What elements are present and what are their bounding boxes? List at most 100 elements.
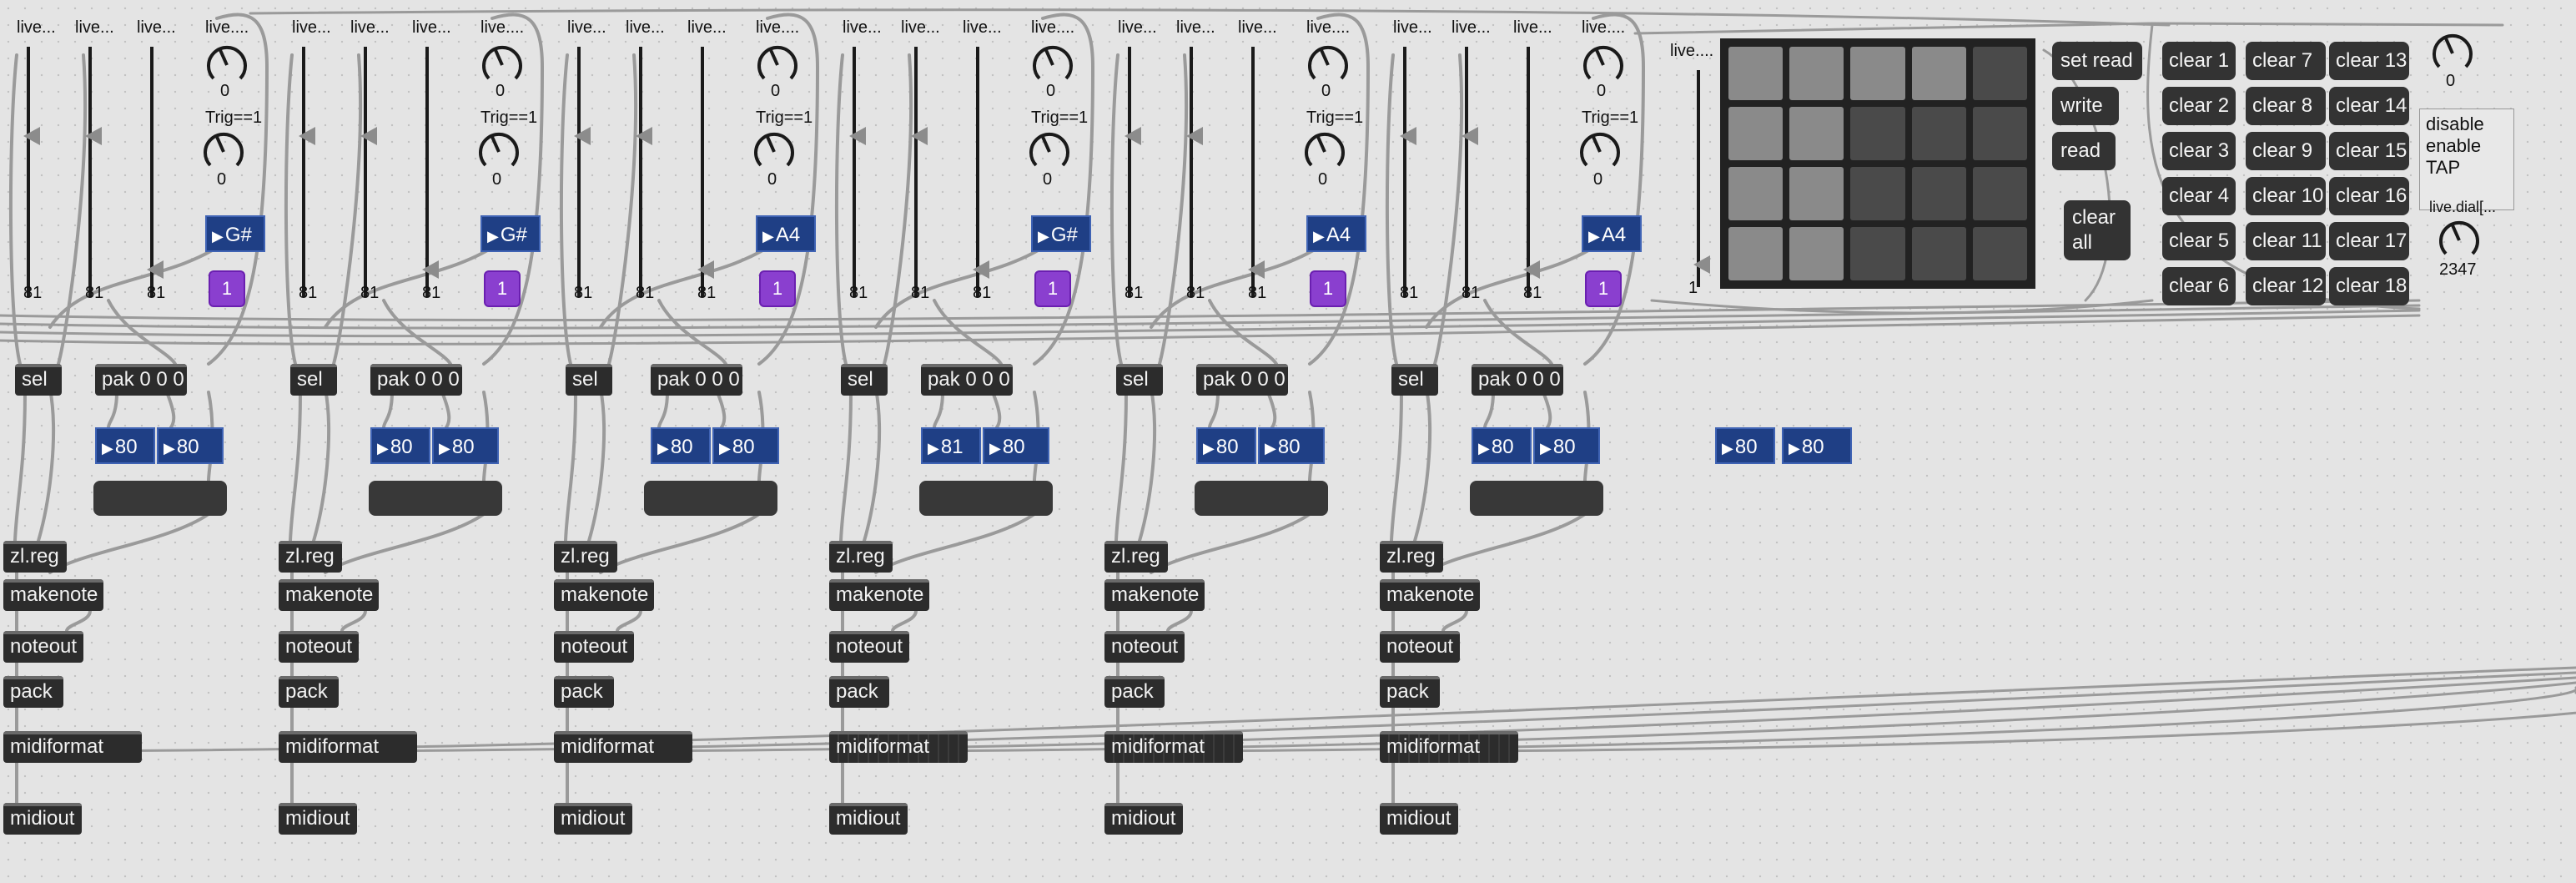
- live-slider[interactable]: [12, 47, 45, 297]
- value-number-box[interactable]: ▶80: [432, 427, 499, 464]
- slider-thumb[interactable]: [636, 127, 652, 145]
- slider-track[interactable]: [88, 47, 92, 297]
- slider-track[interactable]: [914, 47, 918, 297]
- slider-thumb[interactable]: [973, 260, 989, 279]
- pack-object[interactable]: pack: [1380, 676, 1440, 708]
- pack-object[interactable]: pack: [554, 676, 614, 708]
- trigger-counter[interactable]: 1: [209, 270, 245, 307]
- empty-message-box[interactable]: [919, 481, 1053, 516]
- midiout-object[interactable]: midiout: [1104, 803, 1183, 835]
- patch-cord[interactable]: [1483, 299, 1553, 366]
- zl-reg-object[interactable]: zl.reg: [279, 541, 342, 573]
- patch-cord[interactable]: [616, 609, 642, 633]
- matrix-pad[interactable]: [1911, 227, 1966, 280]
- clear-button[interactable]: clear 18: [2329, 267, 2409, 305]
- clear-button[interactable]: clear 5: [2162, 222, 2236, 260]
- live-slider[interactable]: [1388, 47, 1421, 297]
- patch-cord[interactable]: [933, 391, 944, 429]
- matrix-pad[interactable]: [1972, 47, 2027, 100]
- matrix-pad[interactable]: [1789, 107, 1844, 160]
- slider-track[interactable]: [1697, 70, 1700, 287]
- patch-cord[interactable]: [0, 309, 2421, 338]
- slider-track[interactable]: [639, 47, 642, 297]
- patch-cord[interactable]: [65, 609, 92, 633]
- makenote-object[interactable]: makenote: [554, 579, 654, 611]
- patch-cord[interactable]: [839, 391, 853, 542]
- matrix-pad[interactable]: [1728, 167, 1784, 220]
- live-slider[interactable]: [135, 47, 169, 297]
- noteout-object[interactable]: noteout: [554, 631, 634, 663]
- value-number-box[interactable]: ▶80: [370, 427, 430, 464]
- pad-matrix[interactable]: [1720, 38, 2035, 289]
- patch-cord[interactable]: [891, 609, 918, 633]
- live-slider[interactable]: [1512, 47, 1545, 297]
- slider-thumb[interactable]: [1693, 255, 1710, 274]
- noteout-object[interactable]: noteout: [829, 631, 909, 663]
- live-slider[interactable]: [73, 47, 107, 297]
- live-dial[interactable]: [1026, 129, 1073, 175]
- note-number-box[interactable]: ▶A4: [756, 215, 816, 252]
- sel-object[interactable]: sel: [841, 364, 888, 396]
- live-dial[interactable]: [1577, 129, 1623, 175]
- slider-track[interactable]: [27, 47, 30, 297]
- patch-cord[interactable]: [587, 387, 606, 542]
- sel-object[interactable]: sel: [15, 364, 62, 396]
- live-slider[interactable]: [838, 47, 871, 297]
- midiformat-object[interactable]: midiformat: [279, 731, 417, 763]
- live-dial[interactable]: [2436, 217, 2483, 264]
- empty-message-box[interactable]: [93, 481, 227, 516]
- clear-button[interactable]: clear 9: [2246, 132, 2326, 170]
- trigger-counter[interactable]: 1: [759, 270, 796, 307]
- live-slider[interactable]: [1450, 47, 1483, 297]
- sel-object[interactable]: sel: [566, 364, 612, 396]
- matrix-pad[interactable]: [1728, 47, 1784, 100]
- patch-cord[interactable]: [1413, 387, 1432, 542]
- slider-track[interactable]: [302, 47, 305, 297]
- slider-thumb[interactable]: [574, 127, 591, 145]
- patch-cord[interactable]: [1441, 609, 1468, 633]
- patch-cord[interactable]: [657, 391, 669, 429]
- slider-thumb[interactable]: [23, 127, 40, 145]
- sel-object[interactable]: sel: [1391, 364, 1438, 396]
- slider-thumb[interactable]: [1186, 127, 1203, 145]
- makenote-object[interactable]: makenote: [3, 579, 103, 611]
- slider-track[interactable]: [150, 47, 153, 297]
- value-number-box[interactable]: ▶80: [712, 427, 779, 464]
- live-dial[interactable]: [475, 129, 522, 175]
- pack-object[interactable]: pack: [3, 676, 63, 708]
- live-slider[interactable]: [686, 47, 719, 297]
- trigger-counter[interactable]: 1: [1034, 270, 1071, 307]
- value-number-box[interactable]: ▶80: [983, 427, 1049, 464]
- slider-track[interactable]: [1128, 47, 1131, 297]
- trigger-counter[interactable]: 1: [1585, 270, 1622, 307]
- patch-cord[interactable]: [289, 391, 302, 542]
- pack-object[interactable]: pack: [1104, 676, 1165, 708]
- note-number-box[interactable]: ▶G#: [205, 215, 265, 252]
- noteout-object[interactable]: noteout: [1380, 631, 1460, 663]
- midiout-object[interactable]: midiout: [554, 803, 632, 835]
- pak-object[interactable]: pak 0 0 0: [1472, 364, 1563, 396]
- patch-cord[interactable]: [165, 391, 176, 429]
- patch-cord[interactable]: [863, 387, 882, 542]
- slider-thumb[interactable]: [849, 127, 866, 145]
- live-slider[interactable]: [1236, 47, 1270, 297]
- pack-object[interactable]: pack: [829, 676, 889, 708]
- zl-reg-object[interactable]: zl.reg: [1104, 541, 1168, 573]
- patch-cord[interactable]: [1166, 609, 1193, 633]
- clear-button[interactable]: clear 14: [2329, 87, 2409, 125]
- patch-cord[interactable]: [13, 391, 27, 542]
- slider-thumb[interactable]: [299, 127, 315, 145]
- matrix-pad[interactable]: [1972, 227, 2027, 280]
- patch-cord[interactable]: [599, 512, 761, 574]
- patch-cord[interactable]: [1208, 391, 1220, 429]
- patch-cord[interactable]: [874, 512, 1036, 574]
- midiout-object[interactable]: midiout: [279, 803, 357, 835]
- pak-object[interactable]: pak 0 0 0: [1196, 364, 1288, 396]
- patch-cord[interactable]: [1138, 387, 1157, 542]
- value-number-box[interactable]: ▶80: [1715, 427, 1775, 464]
- patch-cord[interactable]: [1114, 391, 1128, 542]
- slider-thumb[interactable]: [911, 127, 928, 145]
- trigger-counter[interactable]: 1: [484, 270, 521, 307]
- midiformat-object[interactable]: midiformat: [829, 731, 968, 763]
- patch-cord[interactable]: [0, 299, 2421, 322]
